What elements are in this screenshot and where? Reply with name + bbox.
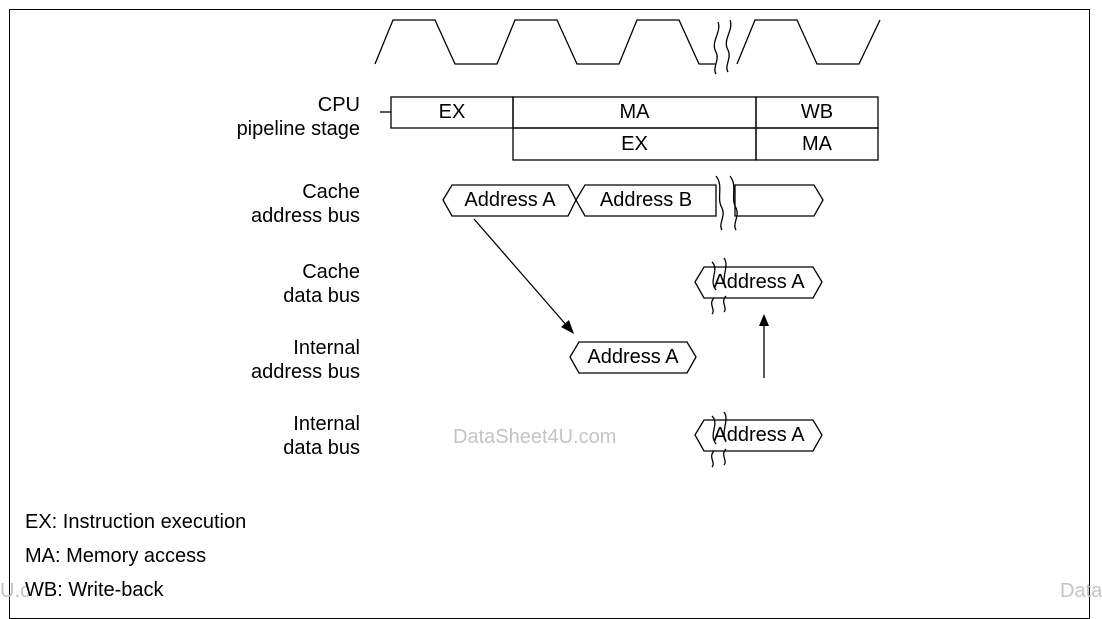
bus-cell-cache-addr-2: [575, 184, 717, 217]
label-internal-address-bus: Internal address bus: [251, 337, 360, 383]
clock-break-mark: [713, 21, 720, 75]
arrowhead-1: [561, 320, 574, 334]
internal-data-address-a: Address A: [713, 424, 805, 446]
arrow-cache-to-internal-addr: [473, 218, 569, 328]
bus-cell-cache-data: [694, 266, 823, 299]
legend-ma: MA: Memory access: [25, 545, 207, 567]
label-cache-data-bus: Cache data bus: [283, 261, 360, 307]
pipeline-box-ma-2: [755, 127, 879, 161]
cache-addr-break-mark: [715, 175, 724, 231]
cache-data-address-a: Address A: [713, 271, 805, 293]
bus-cell-internal-addr: [569, 341, 697, 374]
cache-address-a: Address A: [464, 189, 556, 211]
clock-waveform: [374, 19, 716, 65]
label-cache-address-bus: Cache address bus: [251, 181, 360, 227]
pipeline-ex-2: EX: [621, 133, 648, 155]
arrowhead-2: [759, 314, 769, 326]
legend-wb: WB: Write-back: [25, 579, 164, 601]
pipeline-ex: EX: [438, 101, 466, 123]
cache-address-b: Address B: [599, 189, 693, 211]
pipeline-ma: MA: [619, 101, 650, 123]
internal-address-a: Address A: [587, 346, 679, 368]
watermark-right-edge: Data: [1060, 580, 1102, 602]
label-internal-data-bus: Internal data bus: [283, 413, 360, 459]
legend-ex: EX: Instruction execution: [25, 511, 247, 533]
watermark-left-edge: U.c: [0, 580, 30, 602]
bus-cell-internal-data: [694, 419, 823, 452]
clock-waveform-cont: [736, 19, 881, 65]
pipeline-wb: WB: [800, 101, 834, 123]
label-cpu-pipeline: CPU pipeline stage: [236, 94, 360, 140]
watermark-center: DataSheet4U.com: [453, 426, 617, 448]
bus-cell-cache-addr-3: [734, 184, 824, 217]
pipeline-ma-2: MA: [802, 133, 832, 155]
